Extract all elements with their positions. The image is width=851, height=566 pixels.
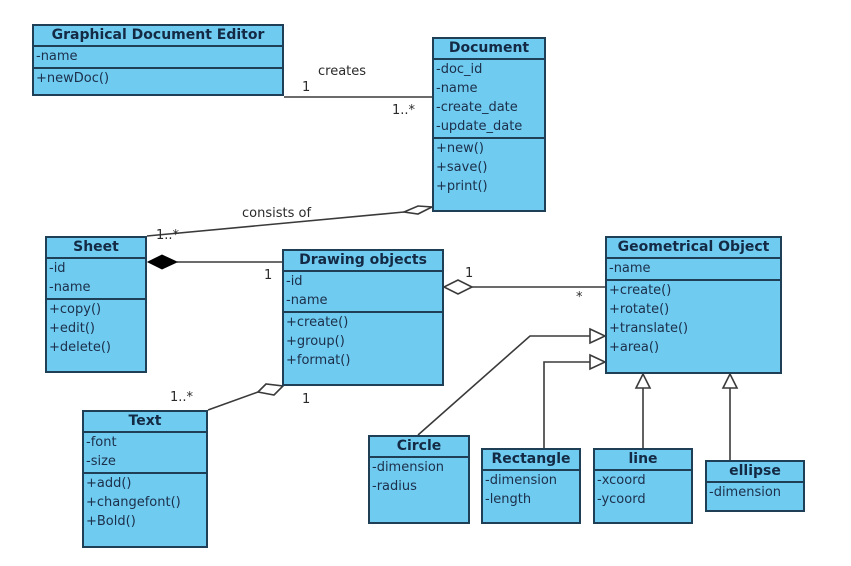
attributes: -id -name: [284, 272, 442, 313]
operations: +new() +save() +print(): [434, 139, 544, 197]
operations: +create() +rotate() +translate() +area(): [607, 281, 780, 358]
generalization-rectangle: [543, 361, 590, 448]
aggregation-drawing-text: [207, 391, 259, 411]
attribute: -id: [286, 274, 303, 289]
class-document[interactable]: Document -doc_id -name -create_date -upd…: [432, 37, 546, 212]
generalization-arrow-line: [634, 372, 652, 389]
class-name: ellipse: [707, 462, 803, 483]
label-creates: creates: [318, 64, 367, 79]
operations: +add() +changefont() +Bold(): [84, 474, 206, 532]
generalization-arrow-ellipse: [721, 372, 739, 389]
operation: +delete(): [49, 340, 111, 355]
class-circle[interactable]: Circle -dimension -radius: [368, 435, 470, 524]
attribute: -xcoord: [597, 473, 646, 488]
generalization-arrow-rectangle: [589, 353, 607, 371]
class-name: Drawing objects: [284, 251, 442, 272]
attributes: -name: [34, 47, 282, 69]
class-name: Document: [434, 39, 544, 60]
operation: +create(): [286, 315, 349, 330]
aggregation-diamond-document: [401, 205, 435, 215]
operation: +edit(): [49, 321, 95, 336]
operation: +changefont(): [86, 495, 181, 510]
class-name: Sheet: [47, 238, 145, 259]
generalization-arrow-circle: [589, 327, 607, 345]
mult-drawing-geo-part: *: [576, 290, 583, 305]
operation: +format(): [286, 353, 351, 368]
mult-consists-part: 1..*: [156, 228, 180, 243]
class-sheet[interactable]: Sheet -id -name +copy() +edit() +delete(…: [45, 236, 147, 373]
class-name: Text: [84, 412, 206, 433]
attribute: -name: [609, 261, 651, 276]
class-name: line: [595, 450, 691, 471]
class-name: Circle: [370, 437, 468, 458]
operations: +copy() +edit() +delete(): [47, 300, 145, 358]
operation: +area(): [609, 340, 660, 355]
attribute: -dimension: [372, 460, 445, 475]
composition-diamond-sheet: [146, 254, 179, 270]
attribute: -doc_id: [436, 62, 483, 77]
class-text[interactable]: Text -font -size +add() +changefont() +B…: [82, 410, 208, 548]
attribute: -create_date: [436, 100, 518, 115]
operation: +create(): [609, 283, 672, 298]
class-name: Rectangle: [483, 450, 579, 471]
attribute: -ycoord: [597, 492, 646, 507]
attributes: -font -size: [84, 433, 206, 474]
class-name: Geometrical Object: [607, 238, 780, 259]
class-geometrical-object[interactable]: Geometrical Object -name +create() +rota…: [605, 236, 782, 374]
attribute: -size: [86, 454, 116, 469]
aggregation-diamond-drawing-geo: [442, 279, 474, 295]
attributes: -xcoord -ycoord: [595, 471, 691, 510]
attribute: -name: [49, 280, 91, 295]
class-rectangle[interactable]: Rectangle -dimension -length: [481, 448, 581, 524]
attributes: -dimension: [707, 483, 803, 503]
class-line[interactable]: line -xcoord -ycoord: [593, 448, 693, 524]
attribute: -name: [286, 293, 328, 308]
operations: +newDoc(): [34, 69, 282, 89]
operation: +newDoc(): [36, 71, 110, 86]
aggregation-diamond-drawing-text: [256, 383, 285, 396]
operation: +add(): [86, 476, 132, 491]
mult-sheet-drawing: 1: [264, 268, 273, 283]
attribute: -update_date: [436, 119, 523, 134]
operation: +copy(): [49, 302, 102, 317]
mult-text: 1..*: [170, 390, 194, 405]
mult-creates-to: 1..*: [392, 103, 416, 118]
class-graphical-document-editor[interactable]: Graphical Document Editor -name +newDoc(…: [32, 24, 284, 96]
operation: +Bold(): [86, 514, 136, 529]
attribute: -font: [86, 435, 117, 450]
attributes: -id -name: [47, 259, 145, 300]
attribute: -id: [49, 261, 66, 276]
mult-drawing-text: 1: [302, 392, 311, 407]
mult-creates-from: 1: [302, 80, 311, 95]
operation: +group(): [286, 334, 345, 349]
operations: +create() +group() +format(): [284, 313, 442, 371]
operation: +rotate(): [609, 302, 670, 317]
attributes: -name: [607, 259, 780, 281]
attribute: -name: [36, 49, 78, 64]
attributes: -dimension -length: [483, 471, 579, 510]
operation: +save(): [436, 160, 488, 175]
class-drawing-objects[interactable]: Drawing objects -id -name +create() +gro…: [282, 249, 444, 386]
attribute: -radius: [372, 479, 417, 494]
class-name: Graphical Document Editor: [34, 26, 282, 47]
attribute: -name: [436, 81, 478, 96]
label-consists-of: consists of: [242, 206, 312, 221]
operation: +print(): [436, 179, 488, 194]
class-ellipse[interactable]: ellipse -dimension: [705, 460, 805, 512]
operation: +new(): [436, 141, 484, 156]
attributes: -dimension -radius: [370, 458, 468, 497]
attribute: -dimension: [709, 485, 782, 500]
operation: +translate(): [609, 321, 689, 336]
mult-drawing-geo-whole: 1: [465, 266, 474, 281]
attribute: -length: [485, 492, 532, 507]
attributes: -doc_id -name -create_date -update_date: [434, 60, 544, 139]
attribute: -dimension: [485, 473, 558, 488]
